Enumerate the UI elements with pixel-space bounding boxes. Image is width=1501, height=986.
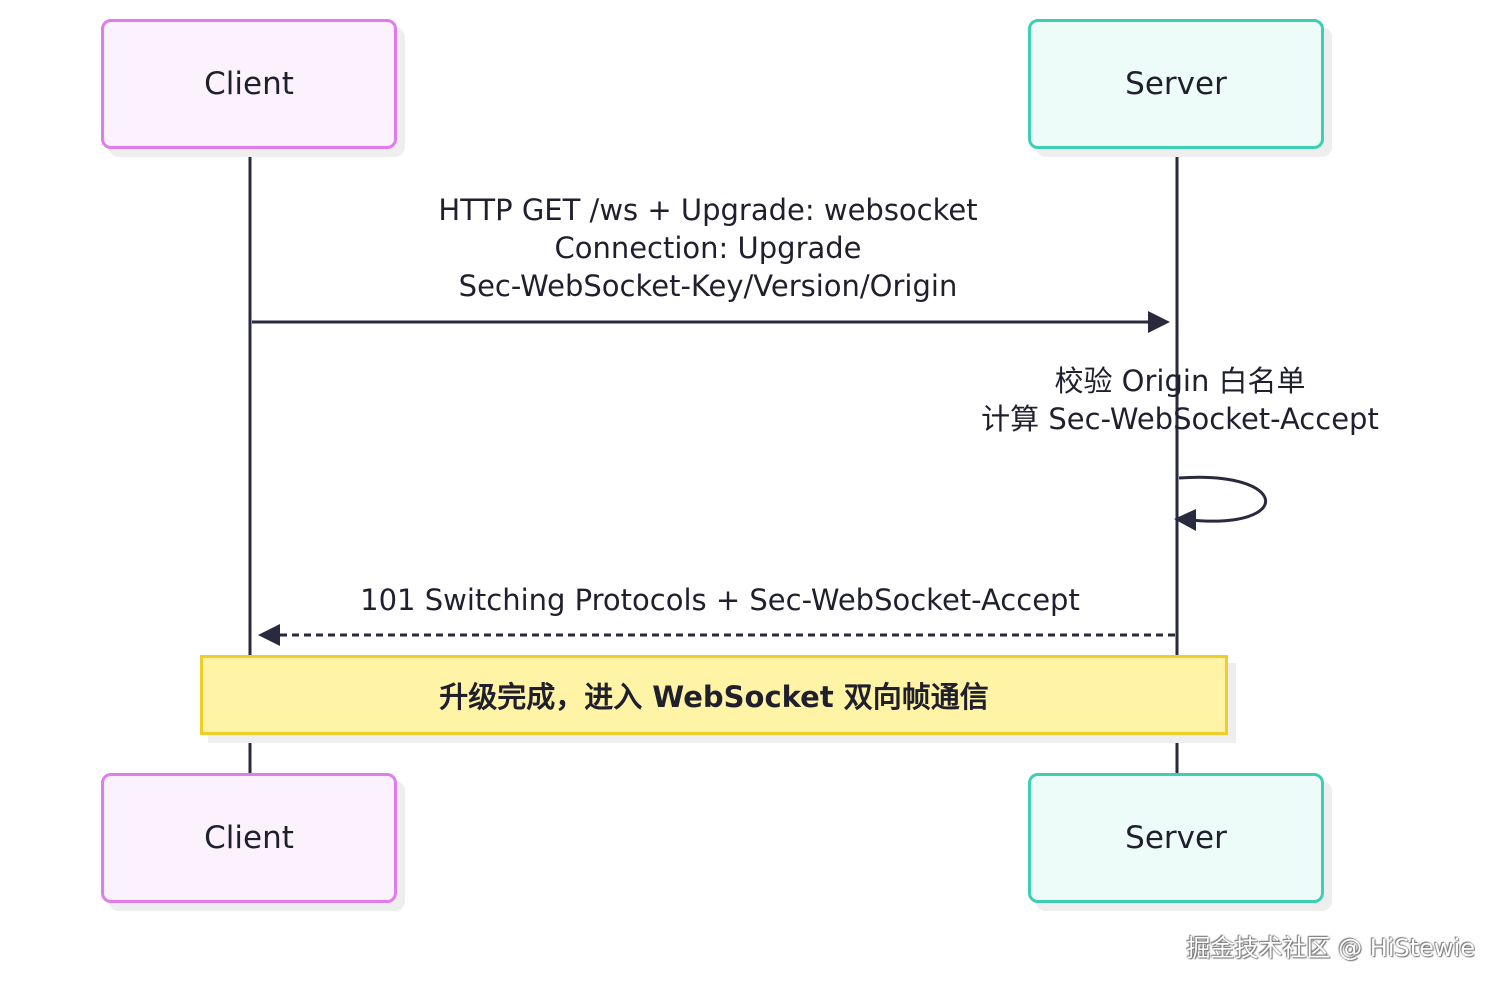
response-line-1: 101 Switching Protocols + Sec-WebSocket-…: [360, 583, 1080, 617]
request-arrowhead: [1148, 311, 1170, 333]
server-label-top: Server: [1125, 66, 1227, 102]
client-label-top: Client: [204, 66, 294, 102]
response-arrowhead: [258, 624, 280, 646]
client-participant-top: Client: [101, 19, 397, 149]
request-line-2: Connection: Upgrade: [554, 231, 862, 265]
watermark: 掘金技术社区 @ HiStewie: [1186, 934, 1475, 962]
request-line-3: Sec-WebSocket-Key/Version/Origin: [458, 269, 958, 303]
note-text: 升级完成，进入 WebSocket 双向帧通信: [439, 680, 989, 714]
upgrade-complete-note: 升级完成，进入 WebSocket 双向帧通信: [200, 655, 1228, 735]
self-check-line-1: 校验 Origin 白名单: [1054, 364, 1306, 398]
client-label-bottom: Client: [204, 820, 294, 856]
server-participant-bottom: Server: [1028, 773, 1324, 903]
server-participant-top: Server: [1028, 19, 1324, 149]
self-check-label: 校验 Origin 白名单 计算 Sec-WebSocket-Accept: [930, 362, 1430, 438]
client-participant-bottom: Client: [101, 773, 397, 903]
request-message-label: HTTP GET /ws + Upgrade: websocket Connec…: [358, 191, 1058, 305]
request-line-1: HTTP GET /ws + Upgrade: websocket: [438, 193, 978, 227]
server-label-bottom: Server: [1125, 820, 1227, 856]
self-check-line-2: 计算 Sec-WebSocket-Accept: [981, 402, 1379, 436]
self-loop-arrowhead: [1174, 509, 1196, 531]
self-loop-arrow: [1178, 475, 1268, 523]
response-message-label: 101 Switching Protocols + Sec-WebSocket-…: [270, 581, 1170, 619]
